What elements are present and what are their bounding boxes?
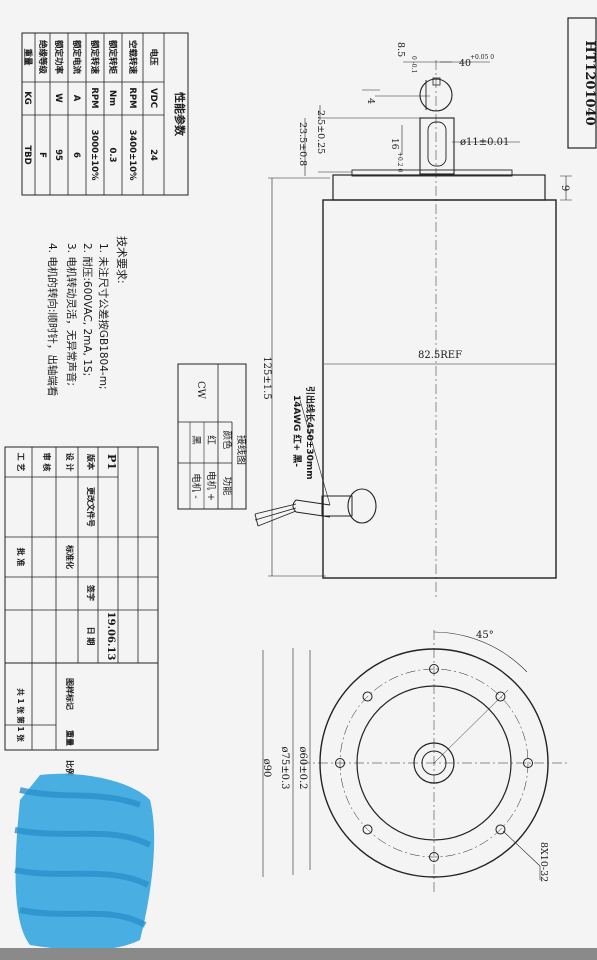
perf-name: 额定转速 xyxy=(89,40,100,75)
bottom-bar xyxy=(0,948,597,960)
dim-key-angle-tol: +0.05 0 xyxy=(470,54,494,61)
tb-standard: 标准化 xyxy=(65,544,75,569)
perf-value: 24 xyxy=(148,149,158,161)
tech-requirements: 技术要求: 1. 未注尺寸公差按GB1804-m; 2. 耐压:600VAC, … xyxy=(46,236,128,396)
part-number: HT1201040 xyxy=(582,40,597,125)
wiring-direction: CW xyxy=(195,381,206,400)
perf-name: 电压 xyxy=(148,48,159,66)
dim-keyway-tol: 0 -0.1 xyxy=(410,56,417,73)
dim-d2: 2.5±0.25 xyxy=(315,110,326,154)
performance-table: 电压 VDC 24 空载转速 RPM 3400±10% 额定转矩 Nm 0.3 额定转速 RPM 30… xyxy=(21,32,189,196)
bolt-hole xyxy=(495,824,506,835)
perf-value: 95 xyxy=(53,149,63,161)
tb-date: 19.06.13 xyxy=(105,612,116,661)
dim-flange: 9 xyxy=(559,185,570,191)
bolt-hole xyxy=(429,664,439,674)
lead-note-line2: 14AWG 红+ 黑- xyxy=(291,395,303,467)
bolt-hole xyxy=(335,758,345,768)
dim-angle: 45° xyxy=(476,630,494,641)
tb-sheets: 共 1 张 第 1 张 xyxy=(16,688,26,742)
wiring-header-color: 颜色 xyxy=(221,430,233,450)
perf-unit: VDC xyxy=(148,88,158,108)
side-dimensions: 125±1.5 82.5REF 9 2.5±0.25 23.5±0.8 4 16… xyxy=(261,42,572,577)
perf-value: TBD xyxy=(22,145,32,164)
tb-process: 工 艺 xyxy=(16,453,26,472)
motor-side-view xyxy=(254,60,557,600)
tb-version: 版本 xyxy=(86,453,96,470)
tb-approve: 批 准 xyxy=(16,548,26,567)
tb-weight: 重量 xyxy=(65,730,75,746)
tb-review: 审 核 xyxy=(42,453,52,472)
perf-unit: RPM xyxy=(89,87,99,108)
perf-unit: KG xyxy=(22,91,32,105)
tech-item-3: 3. 电机转动灵活，无异常声音; xyxy=(65,243,78,386)
dim-d3: 23.5±0.8 xyxy=(297,122,308,166)
redaction-scribble xyxy=(14,773,155,950)
dim-pcd1: ø60±0.2 xyxy=(297,746,308,789)
tech-item-2: 2. 耐压:600VAC, 2mA, 1S; xyxy=(81,243,94,376)
perf-value: 3000±10% xyxy=(89,129,99,181)
bolt-hole xyxy=(523,758,533,768)
perf-name: 重量 xyxy=(22,48,33,66)
perf-unit: A xyxy=(71,95,81,102)
tb-scale: 比例 xyxy=(65,760,75,776)
tb-sign: 签字 xyxy=(86,584,96,601)
bolt-hole xyxy=(429,852,439,862)
perf-unit: RPM xyxy=(127,87,137,108)
tb-design: 设 计 xyxy=(65,453,75,472)
dim-key-len-tol: +0.2 0 xyxy=(396,152,403,172)
perf-name: 额定功率 xyxy=(53,40,64,75)
tech-item-1: 1. 未注尺寸公差按GB1804-m; xyxy=(97,243,110,389)
perf-value: 6 xyxy=(71,152,81,158)
dim-key-len: 16 xyxy=(389,138,399,150)
wiring-title: 接线图 xyxy=(235,435,248,465)
wiring-row1-func: 电机 + xyxy=(205,471,217,501)
tb-p1: P1 xyxy=(105,454,118,470)
dim-length: 125±1.5 xyxy=(261,356,272,399)
perf-name: 额定转矩 xyxy=(107,40,118,75)
dim-flat: 4 xyxy=(365,98,376,104)
perf-value: 0.3 xyxy=(107,147,117,162)
title-block: P1 版本 更改文件号 签字 日 期 19.06.13 设 计 标准化 审 核 … xyxy=(4,446,159,776)
tb-stage-mark: 图样标记 xyxy=(65,678,75,710)
dim-body: 82.5REF xyxy=(418,350,462,361)
dim-pcd2: ø75±0.3 xyxy=(279,746,290,789)
tb-change-doc: 更改文件号 xyxy=(86,487,96,527)
bolt-hole xyxy=(362,691,373,702)
lead-note-line1: 引出线长450±30mm xyxy=(304,386,316,480)
wiring-row2-color: 黑 xyxy=(190,435,201,445)
perf-unit: Nm xyxy=(107,90,117,106)
perf-name: 额定电流 xyxy=(71,40,82,75)
dim-bolt: 8X10-32 xyxy=(538,842,549,882)
perf-unit: W xyxy=(53,93,63,103)
tech-item-4: 4. 电机的转向:顺时针，出轴端看 xyxy=(46,243,59,396)
bolt-hole xyxy=(495,691,506,702)
wiring-table: 接线图 颜色 功能 红 电机 + 黑 电机 - CW xyxy=(177,363,248,510)
dim-outer: ø90 xyxy=(261,759,272,778)
perf-name: 绝缘等级 xyxy=(37,40,48,75)
part-number-box: HT1201040 xyxy=(567,17,597,149)
perf-name: 空载转速 xyxy=(127,40,138,75)
dim-keyway: 8.5 xyxy=(395,42,406,57)
performance-title: 性能参数 xyxy=(173,92,187,137)
wiring-row2-func: 电机 - xyxy=(190,473,202,498)
dim-key-angle: 40 xyxy=(459,58,471,69)
tb-date-label: 日 期 xyxy=(86,627,96,646)
bolt-hole xyxy=(362,824,373,835)
dim-shaft-dia: ø11±0.01 xyxy=(460,137,509,148)
wiring-row1-color: 红 xyxy=(205,435,217,445)
motor-front-view: 45° 8X10-32 ø90 ø75±0.3 ø60±0.2 xyxy=(261,630,568,895)
perf-value: F xyxy=(37,152,47,158)
perf-value: 3400±10% xyxy=(127,129,137,181)
wiring-header-func: 功能 xyxy=(221,476,233,496)
tech-title: 技术要求: xyxy=(115,236,128,284)
